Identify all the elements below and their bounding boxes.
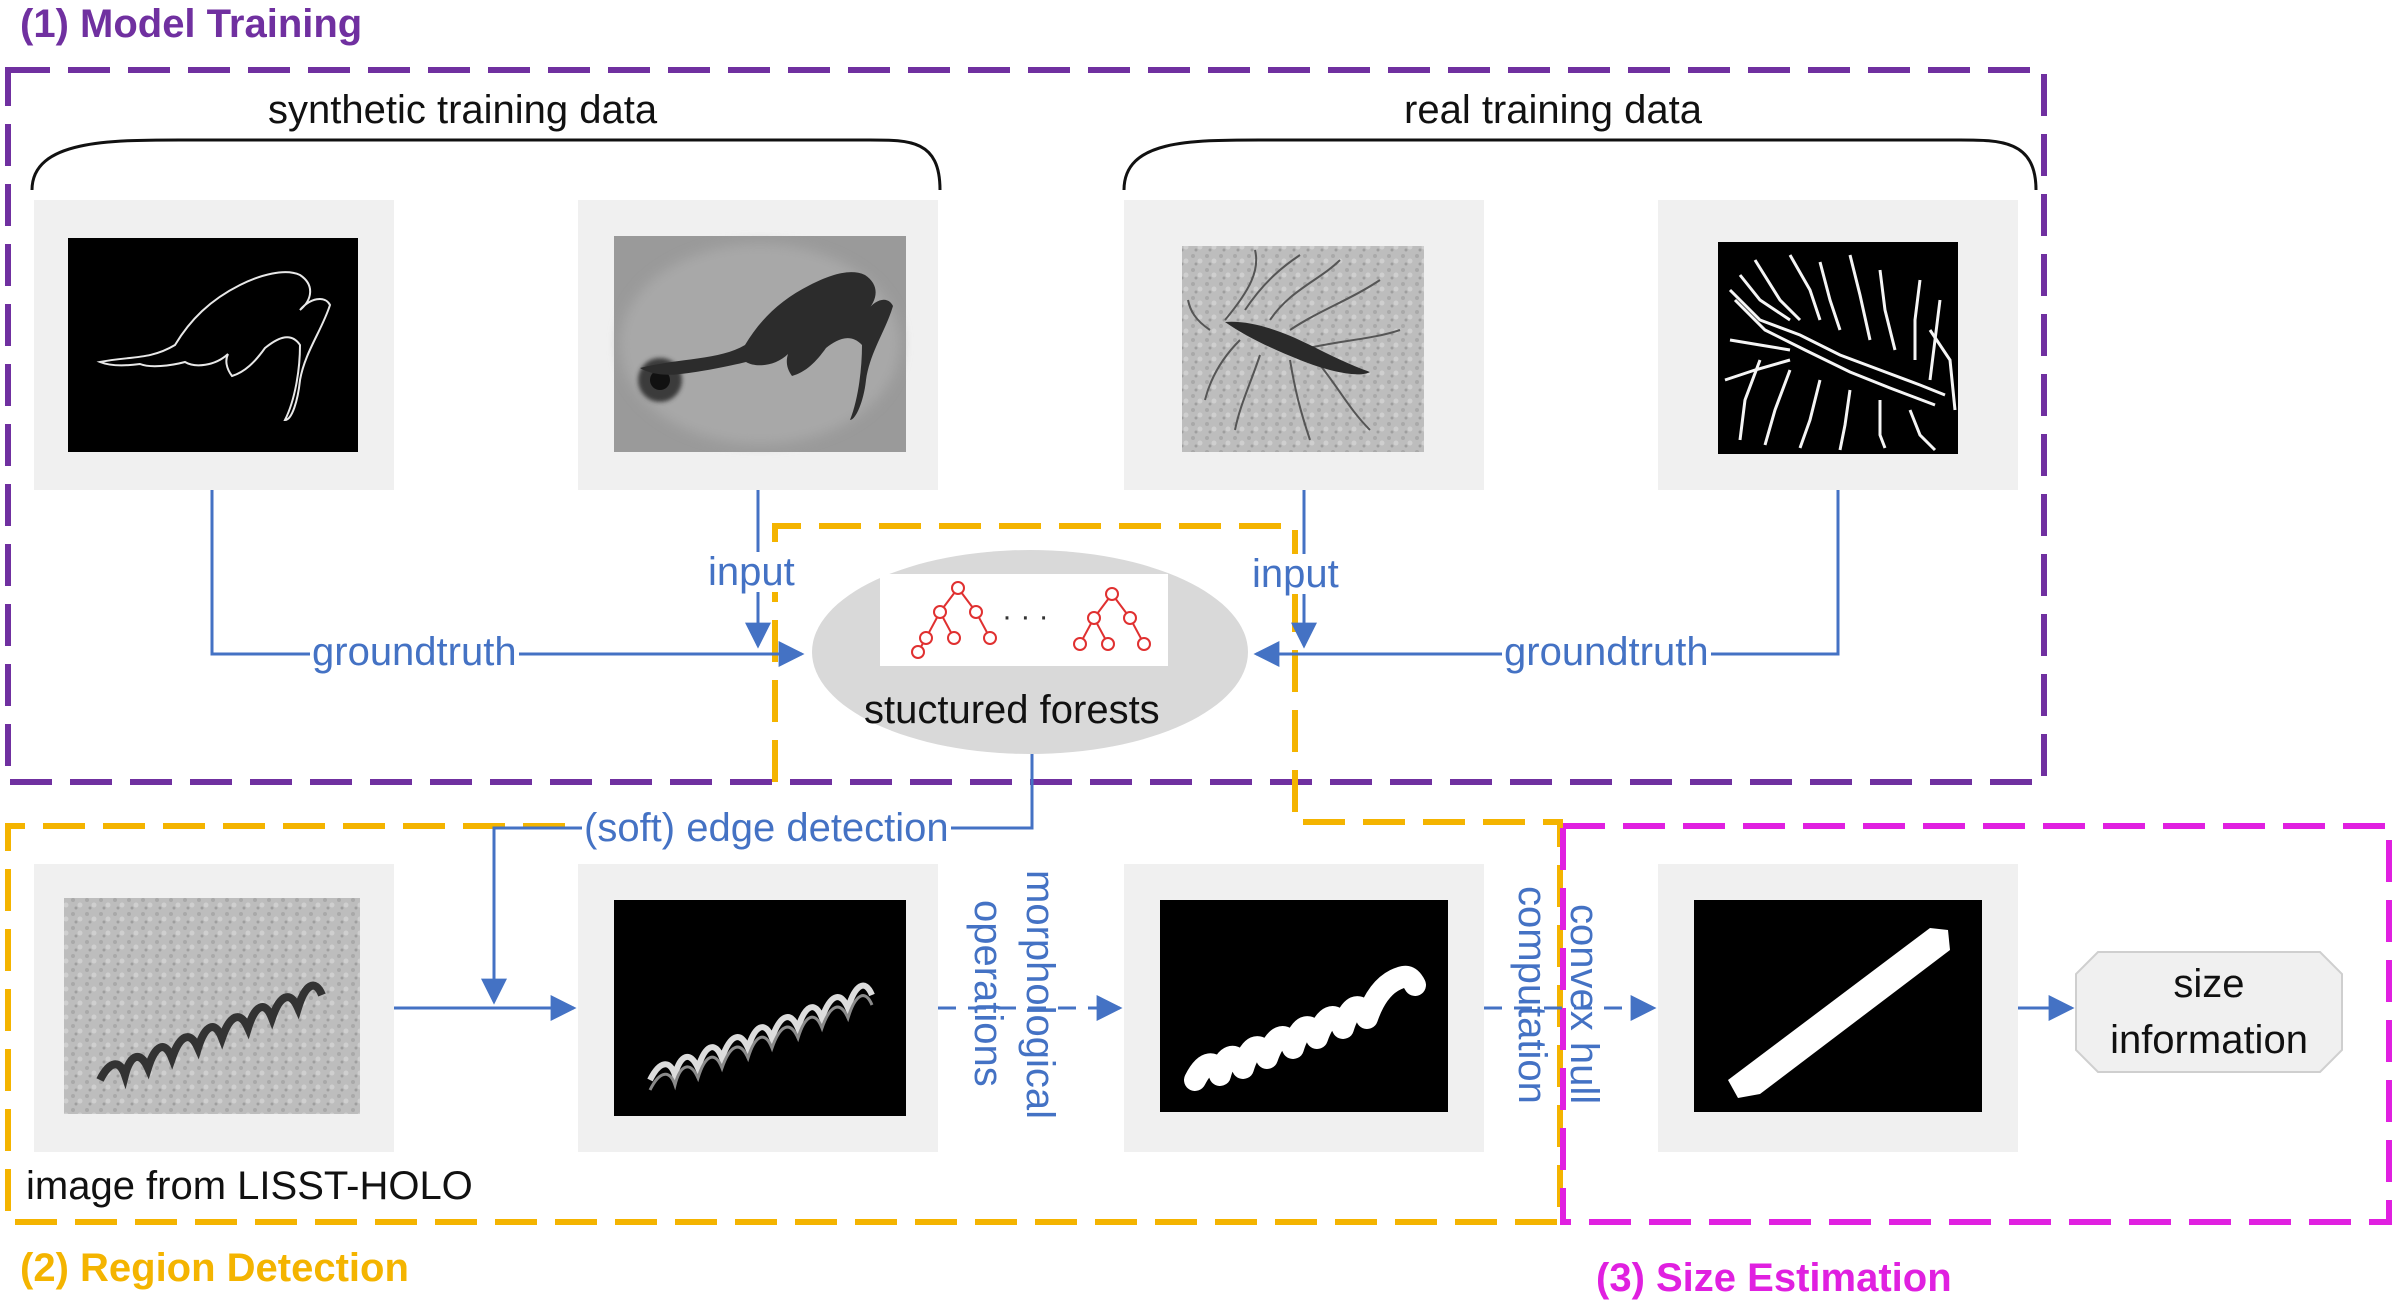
size-information-line2: information xyxy=(2110,1018,2308,1062)
size-information-text: size information xyxy=(2076,956,2342,1068)
arrow-groundtruth-right xyxy=(1253,490,1840,667)
real-data-label: real training data xyxy=(1404,88,1702,132)
structured-forest-node xyxy=(812,550,1248,754)
input-label-left: input xyxy=(706,550,797,594)
region-detection-region xyxy=(5,523,1563,1225)
region-detection-title: (2) Region Detection xyxy=(20,1246,409,1290)
arrow-groundtruth-left xyxy=(210,490,805,667)
panel-edge-map xyxy=(578,864,938,1152)
panel-morphology-mask xyxy=(1124,864,1484,1152)
model-training-title: (1) Model Training xyxy=(20,2,363,46)
morphological-label-line1: morphological xyxy=(1018,870,1062,1120)
forest-ellipsis: · · · xyxy=(1002,600,1049,633)
morphological-label-line2: operations xyxy=(966,900,1010,1087)
convex-hull-label-line1: convex hull xyxy=(1562,904,1606,1105)
panel-synthetic-input xyxy=(578,200,938,490)
morphology-blob xyxy=(1184,965,1426,1091)
tree-icon-left xyxy=(911,581,997,659)
synthetic-organism-silhouette xyxy=(640,272,893,420)
convex-hull-shape xyxy=(1728,928,1950,1098)
holo-organism-spiral xyxy=(96,981,326,1090)
edge-map-spiral xyxy=(647,982,875,1086)
real-organism-body xyxy=(1225,321,1370,375)
panel-convex-hull xyxy=(1658,864,2018,1152)
synthetic-brace xyxy=(30,138,942,191)
model-training-region xyxy=(5,67,2047,785)
size-information-line1: size xyxy=(2173,962,2245,1006)
forest-label: stuctured forests xyxy=(864,688,1160,732)
panel-real-groundtruth xyxy=(1658,200,2018,490)
convex-hull-label-line2: computation xyxy=(1510,886,1554,1104)
soft-edge-label: (soft) edge detection xyxy=(582,806,951,850)
panel-real-input xyxy=(1124,200,1484,490)
input-label-right: input xyxy=(1250,552,1341,596)
tree-icon-right xyxy=(1073,587,1151,651)
source-image-caption: image from LISST-HOLO xyxy=(26,1164,473,1208)
outline-groundtruth-drawing xyxy=(96,271,332,422)
groundtruth-label-right: groundtruth xyxy=(1502,630,1711,674)
panel-lisst-holo-image xyxy=(34,864,394,1152)
real-brace xyxy=(1122,138,2038,191)
size-information-node xyxy=(2075,951,2343,1073)
size-estimation-title: (3) Size Estimation xyxy=(1596,1256,1952,1300)
synthetic-data-label: synthetic training data xyxy=(268,88,658,132)
groundtruth-label-left: groundtruth xyxy=(310,630,519,674)
panel-synthetic-groundtruth xyxy=(34,200,394,490)
size-estimation-region xyxy=(1560,823,2392,1225)
